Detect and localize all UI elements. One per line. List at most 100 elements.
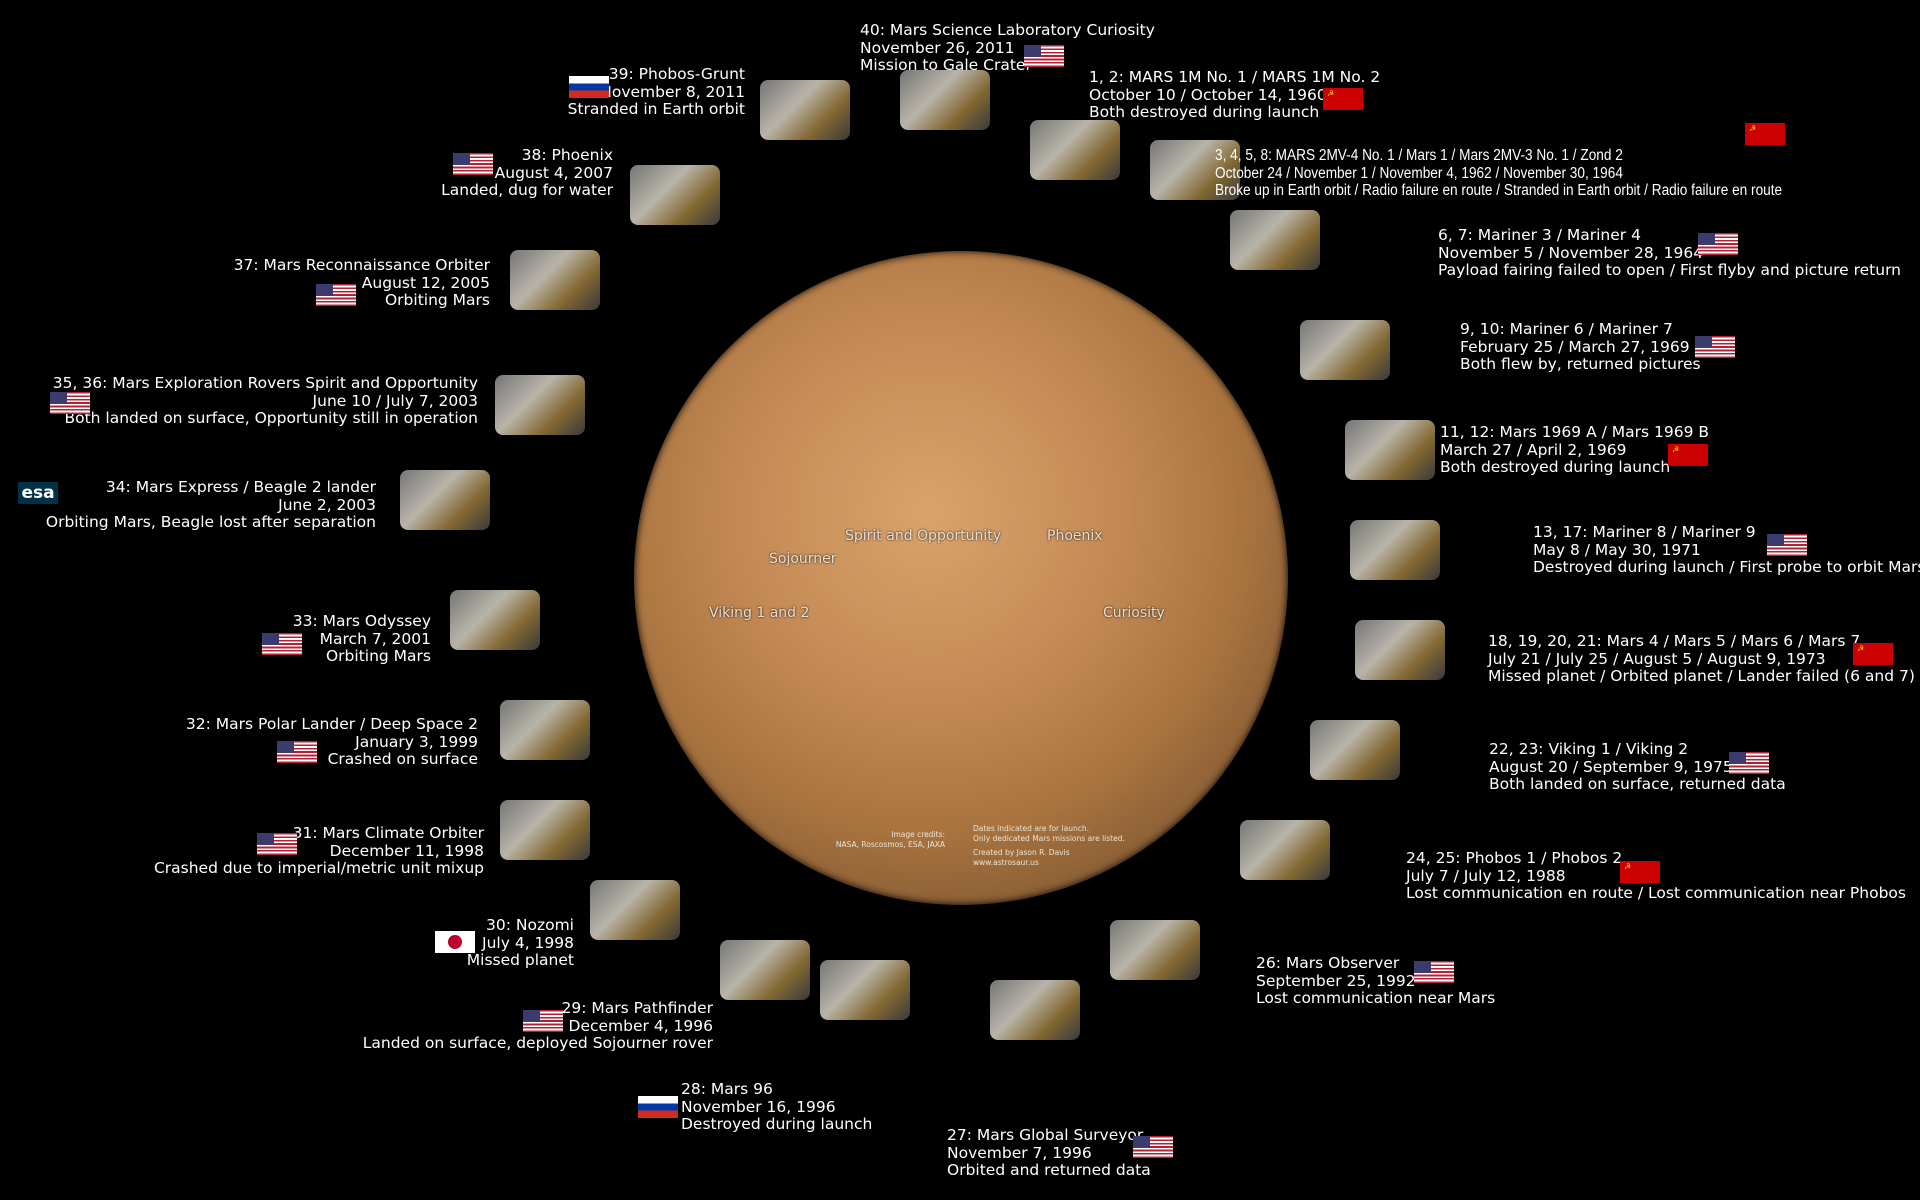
spacecraft-image xyxy=(400,470,490,530)
mission-name: 39: Phobos-Grunt xyxy=(608,65,745,83)
mission-date: July 21 / July 25 / August 5 / August 9,… xyxy=(1488,649,1826,668)
mission-outcome: Orbited and returned data xyxy=(947,1161,1151,1179)
mission-name: 37: Mars Reconnaissance Orbiter xyxy=(233,256,490,274)
us-flag-icon xyxy=(453,153,493,175)
mission-outcome: Landed on surface, deployed Sojourner ro… xyxy=(362,1034,713,1052)
mission-outcome: Mission to Gale Crater xyxy=(860,56,1032,74)
mission-date: November 16, 1996 xyxy=(681,1097,836,1116)
mission-outcome: Orbiting Mars, Beagle lost after separat… xyxy=(45,513,376,531)
us-flag-icon xyxy=(1698,233,1738,255)
mission-date: June 10 / July 7, 2003 xyxy=(312,391,478,410)
spacecraft-image xyxy=(495,375,585,435)
spacecraft-image xyxy=(1300,320,1390,380)
spacecraft-image xyxy=(450,590,540,650)
mission-outcome: Lost communication en route / Lost commu… xyxy=(1406,884,1906,902)
mission-outcome: Landed, dug for water xyxy=(441,181,613,199)
mars-planet xyxy=(634,251,1288,905)
mission-outcome: Orbiting Mars xyxy=(325,647,431,665)
mission-date: July 7 / July 12, 1988 xyxy=(1406,866,1566,885)
surface-label-viking: Viking 1 and 2 xyxy=(709,605,810,621)
credits-agencies: NASA, Roscosmos, ESA, JAXA xyxy=(835,839,945,849)
surface-label-phoenix: Phoenix xyxy=(1047,528,1103,544)
mission-outcome: Crashed due to imperial/metric unit mixu… xyxy=(153,859,484,877)
mission-date: August 20 / September 9, 1975 xyxy=(1489,757,1733,776)
mission-date: July 4, 1998 xyxy=(482,933,574,952)
mission-date: November 7, 1996 xyxy=(947,1143,1092,1162)
note-launch-dates: Dates indicated are for launch. xyxy=(973,824,1089,833)
mission-name: 27: Mars Global Surveyor xyxy=(947,1126,1144,1144)
us-flag-icon xyxy=(262,633,302,655)
ru-flag-icon xyxy=(569,76,609,98)
mission-entry: 18, 19, 20, 21: Mars 4 / Mars 5 / Mars 6… xyxy=(1488,632,1915,686)
mission-name: 22, 23: Viking 1 / Viking 2 xyxy=(1489,740,1689,758)
spacecraft-image xyxy=(1150,140,1240,200)
mission-date: November 8, 2011 xyxy=(600,82,745,101)
mission-date: December 11, 1998 xyxy=(329,841,484,860)
mission-name: 26: Mars Observer xyxy=(1256,954,1400,972)
us-flag-icon xyxy=(523,1010,563,1032)
mission-date: March 7, 2001 xyxy=(319,629,431,648)
mission-date: November 5 / November 28, 1964 xyxy=(1438,243,1704,262)
spacecraft-image xyxy=(1030,120,1120,180)
mission-name: 38: Phoenix xyxy=(521,146,613,164)
mission-outcome: Lost communication near Mars xyxy=(1256,989,1496,1007)
mission-outcome: Broke up in Earth orbit / Radio failure … xyxy=(1215,182,1783,199)
author-url: www.astrosaur.us xyxy=(973,857,1039,867)
mission-name: 30: Nozomi xyxy=(486,916,574,934)
surface-label-curiosity: Curiosity xyxy=(1103,605,1165,621)
esa-flag-icon: esa xyxy=(18,482,58,504)
mission-date: November 26, 2011 xyxy=(860,38,1015,57)
us-flag-icon xyxy=(1024,45,1064,67)
mission-date: January 3, 1999 xyxy=(355,732,478,751)
notes: Dates indicated are for launch. Only ded… xyxy=(973,824,1125,867)
author: Created by Jason R. Davis xyxy=(973,848,1070,857)
mission-date: February 25 / March 27, 1969 xyxy=(1460,337,1690,356)
surface-label-sojourner: Sojourner xyxy=(769,551,837,567)
spacecraft-image xyxy=(510,250,600,310)
mission-name: 13, 17: Mariner 8 / Mariner 9 xyxy=(1533,523,1756,541)
mission-outcome: Both destroyed during launch xyxy=(1089,103,1320,121)
us-flag-icon xyxy=(277,741,317,763)
spacecraft-image xyxy=(1110,920,1200,980)
mission-date: March 27 / April 2, 1969 xyxy=(1440,440,1627,459)
mission-name: 34: Mars Express / Beagle 2 lander xyxy=(105,478,376,496)
mission-outcome: Both destroyed during launch xyxy=(1440,458,1671,476)
spacecraft-image xyxy=(1355,620,1445,680)
us-flag-icon xyxy=(1729,752,1769,774)
ussr-flag-icon xyxy=(1853,643,1893,665)
mission-name: 1, 2: MARS 1M No. 1 / MARS 1M No. 2 xyxy=(1089,68,1381,86)
mission-date: September 25, 1992 xyxy=(1256,971,1416,990)
image-credits: Image credits: NASA, Roscosmos, ESA, JAX… xyxy=(830,830,945,849)
mission-outcome: Missed planet / Orbited planet / Lander … xyxy=(1488,667,1915,685)
spacecraft-image xyxy=(990,980,1080,1040)
mission-name: 11, 12: Mars 1969 A / Mars 1969 B xyxy=(1440,423,1710,441)
spacecraft-image xyxy=(720,940,810,1000)
mission-date: October 10 / October 14, 1960 xyxy=(1089,85,1327,104)
us-flag-icon xyxy=(257,833,297,855)
ussr-flag-icon xyxy=(1323,88,1363,110)
mission-name: 29: Mars Pathfinder xyxy=(561,999,713,1017)
spacecraft-image xyxy=(900,70,990,130)
spacecraft-image xyxy=(1345,420,1435,480)
ussr-flag-icon xyxy=(1745,123,1785,145)
surface-label-spirit-opportunity: Spirit and Opportunity xyxy=(845,528,1002,544)
ru-flag-icon xyxy=(638,1096,678,1118)
spacecraft-image xyxy=(760,80,850,140)
mission-outcome: Missed planet xyxy=(466,951,574,969)
mission-date: December 4, 1996 xyxy=(568,1016,713,1035)
us-flag-icon xyxy=(1767,534,1807,556)
mission-date: August 4, 2007 xyxy=(494,163,613,182)
mission-entry: 3, 4, 5, 8: MARS 2MV-4 No. 1 / Mars 1 / … xyxy=(1215,147,1782,200)
